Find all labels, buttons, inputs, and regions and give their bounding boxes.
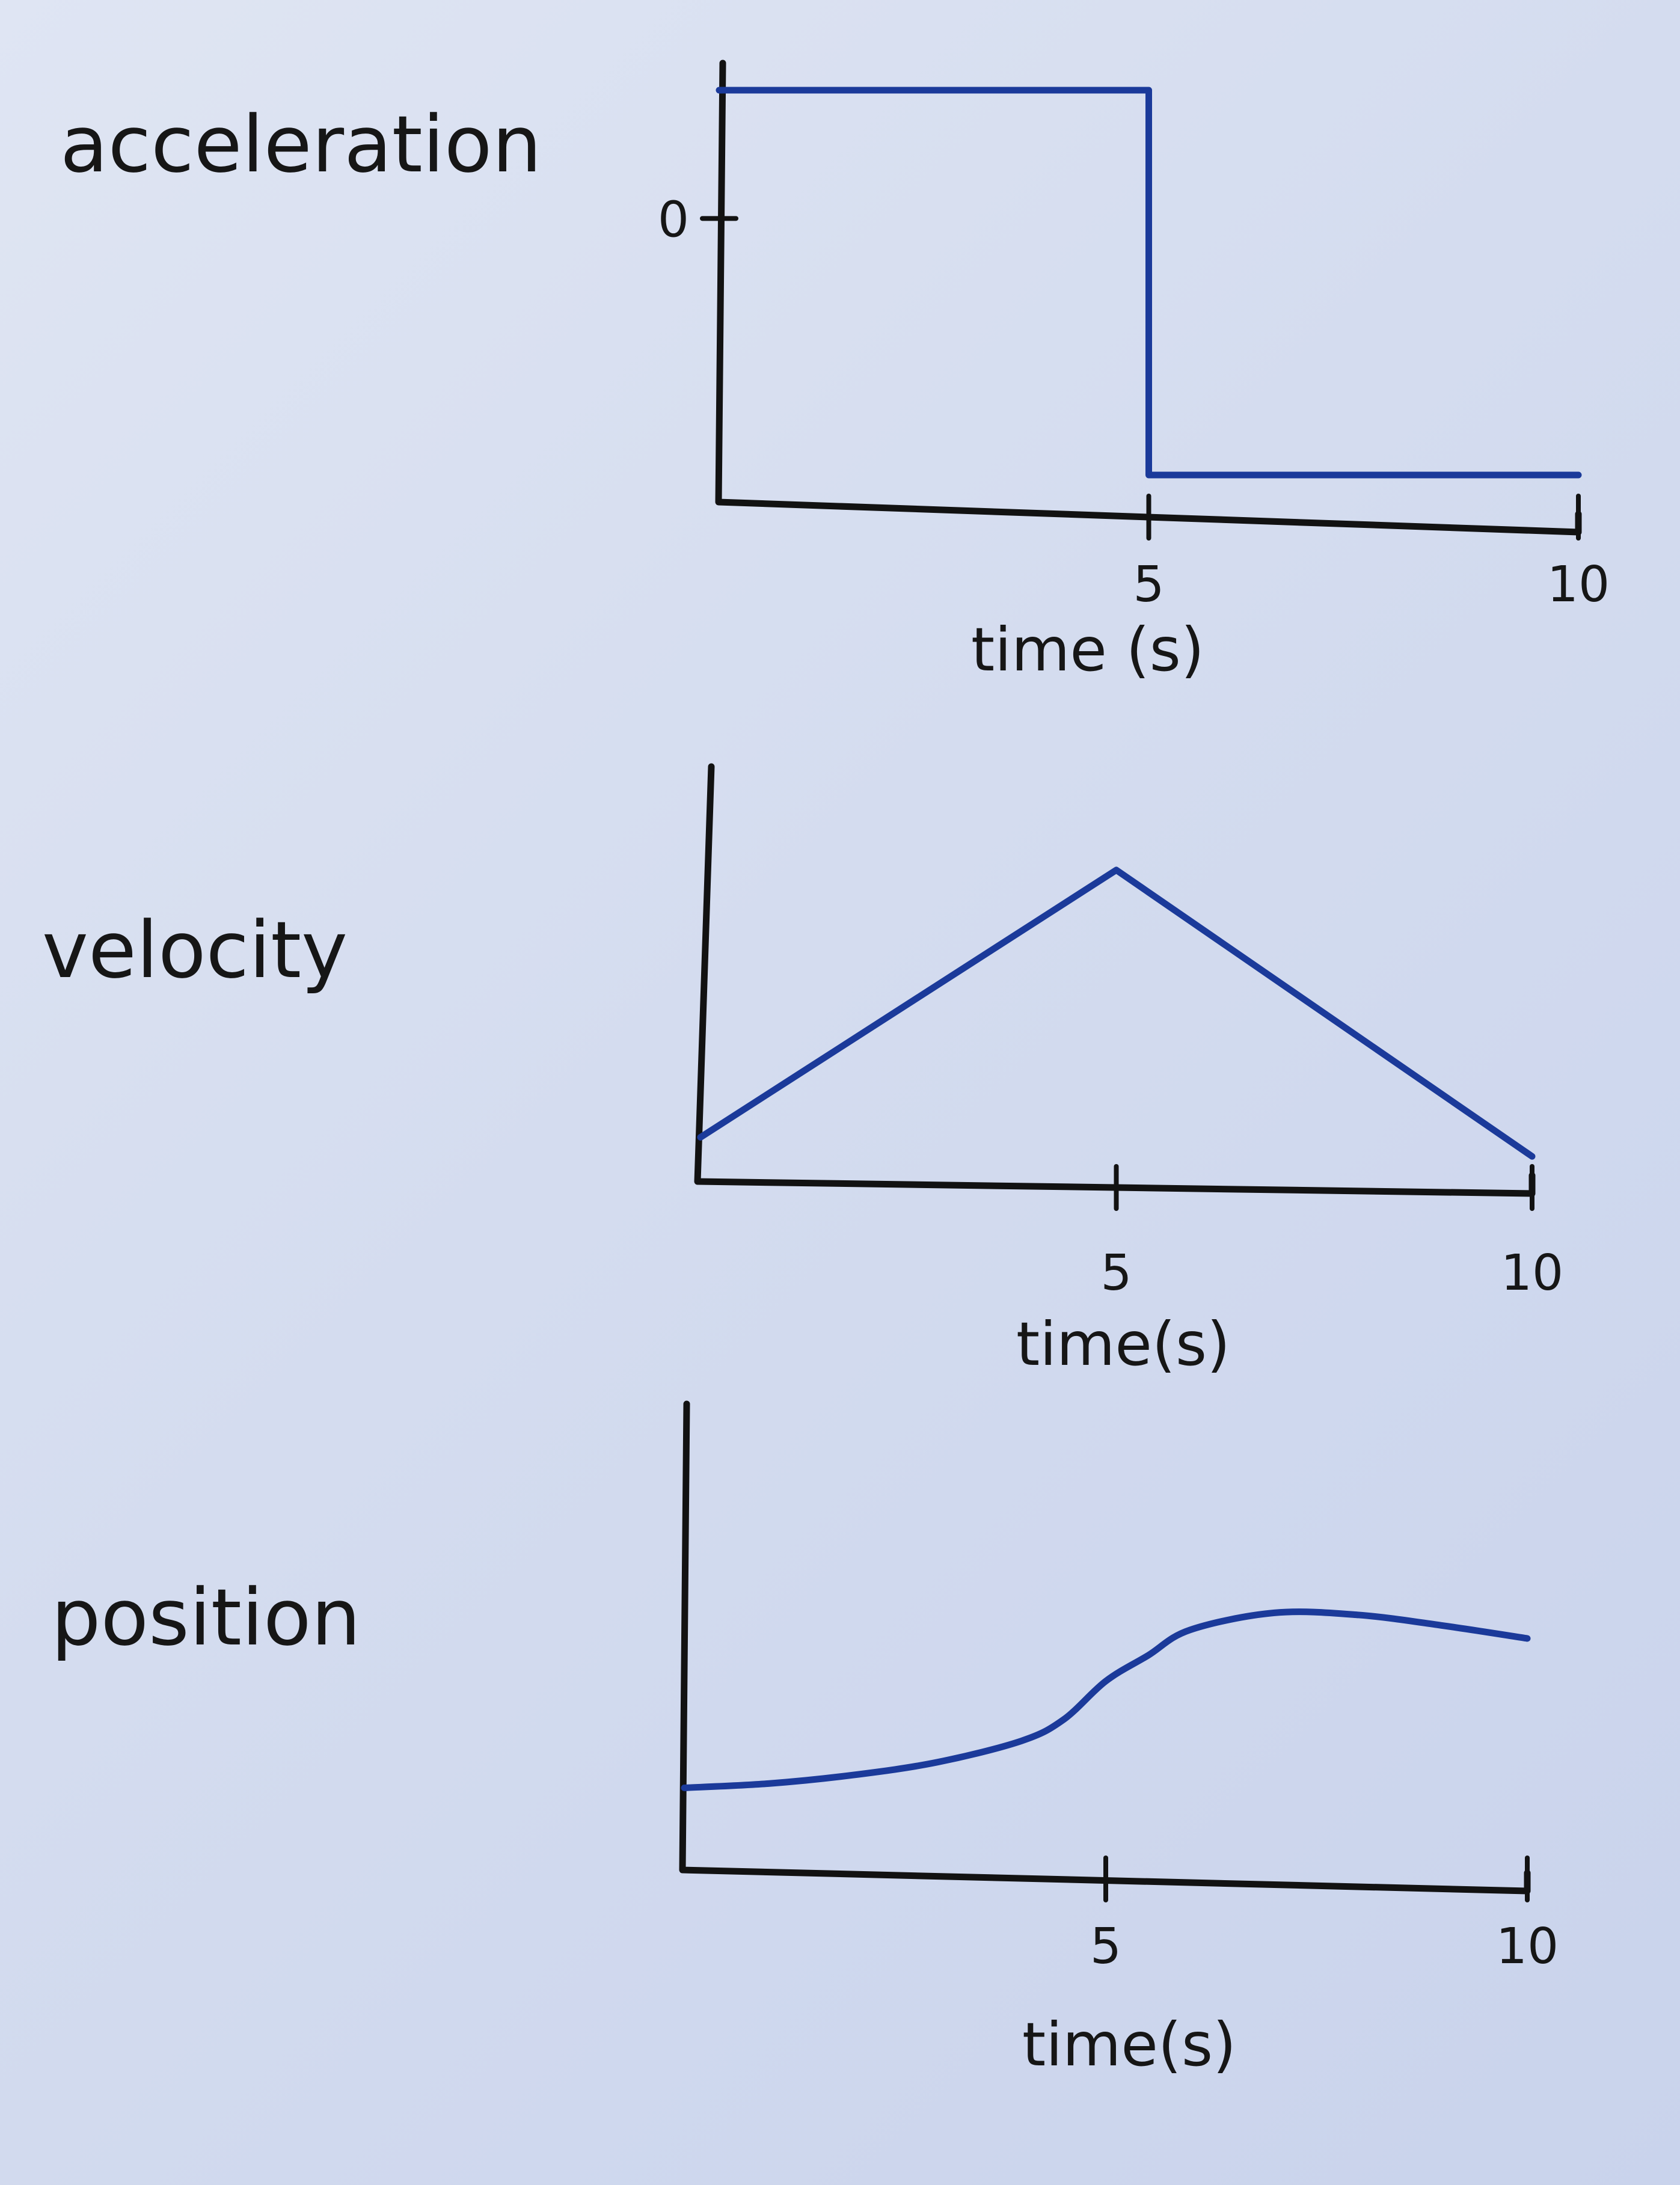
acceleration-ylabel: acceleration: [60, 99, 542, 190]
acceleration-xtick-label-5: 5: [1133, 556, 1164, 613]
position-axes: [679, 1400, 1531, 1895]
position-ylabel: position: [51, 1572, 361, 1663]
position-xtick-label-10: 10: [1496, 1918, 1559, 1975]
acceleration-xlabel: time (s): [971, 614, 1204, 685]
velocity-ylabel: velocity: [42, 904, 348, 996]
acceleration-ytick-label-0: 0: [658, 191, 689, 248]
velocity-xlabel: time(s): [1016, 1309, 1230, 1379]
position-series-line: [681, 1608, 1531, 1791]
acceleration-series-line: [716, 87, 1582, 479]
velocity-xtick-label-10: 10: [1501, 1245, 1563, 1302]
velocity-series-line: [697, 866, 1536, 1160]
velocity-chart: velocity 5 10 time(s): [42, 763, 1563, 1379]
velocity-ticks: 5 10: [1100, 1164, 1563, 1302]
velocity-xtick-label-5: 5: [1100, 1245, 1132, 1302]
acceleration-chart: acceleration 5 10 0 time (s): [60, 60, 1610, 685]
position-ticks: 5 10: [1090, 1856, 1559, 1975]
velocity-series: [697, 866, 1536, 1160]
position-xlabel: time(s): [1022, 2009, 1236, 2080]
acceleration-series: [716, 87, 1582, 479]
acceleration-xtick-label-10: 10: [1547, 556, 1610, 613]
position-xtick-label-5: 5: [1090, 1918, 1121, 1975]
position-chart: position 5 10 time(s): [51, 1400, 1559, 2080]
position-series: [681, 1608, 1531, 1791]
velocity-axes: [694, 763, 1536, 1197]
acceleration-ticks: 5 10 0: [658, 191, 1610, 613]
